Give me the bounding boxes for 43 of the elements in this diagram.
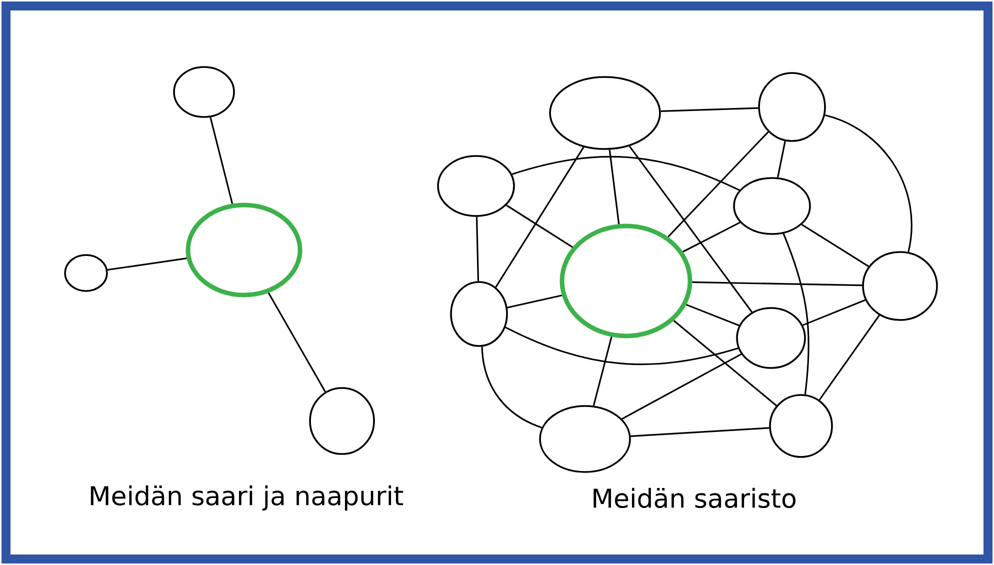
circle-node — [437, 155, 515, 217]
connector-line — [507, 294, 562, 308]
connector-line — [802, 299, 866, 326]
circle-node — [769, 394, 833, 458]
connector-line — [268, 292, 326, 392]
circle-node — [733, 177, 811, 235]
caption: Meidän saari ja naapurit — [90, 485, 404, 511]
circle-node — [64, 254, 108, 292]
connector-line — [210, 117, 234, 204]
connector-line — [818, 314, 880, 400]
connector-line — [660, 107, 758, 112]
connector-line — [801, 224, 870, 268]
connector-line — [782, 233, 810, 394]
circle-node — [173, 66, 235, 118]
connector-line — [630, 427, 770, 438]
connector-line — [686, 304, 740, 326]
circle-node — [309, 387, 375, 455]
connector-line — [506, 204, 573, 248]
connector-line — [628, 146, 753, 313]
connector-line — [592, 336, 612, 406]
connector-line — [495, 146, 584, 288]
connector-line — [673, 320, 777, 406]
connector-line — [682, 222, 740, 252]
connector-line — [824, 114, 912, 252]
circle-node — [758, 72, 826, 142]
circle-node — [186, 202, 302, 298]
connector-line — [668, 131, 769, 238]
circle-node — [539, 405, 631, 473]
connector-line — [107, 258, 187, 271]
circle-node — [736, 307, 806, 369]
connector-line — [692, 281, 862, 286]
circle-node — [560, 224, 692, 338]
connector-line — [776, 141, 786, 178]
circle-node — [450, 281, 508, 347]
circle-node — [549, 76, 661, 150]
connector-line — [622, 353, 742, 420]
connector-line — [505, 326, 738, 366]
connector-line — [512, 156, 740, 191]
connector-line — [476, 216, 480, 282]
connector-line — [481, 346, 542, 428]
circle-node — [862, 251, 938, 321]
caption: Meidän saaristo — [594, 488, 796, 508]
connector-line — [608, 150, 620, 224]
